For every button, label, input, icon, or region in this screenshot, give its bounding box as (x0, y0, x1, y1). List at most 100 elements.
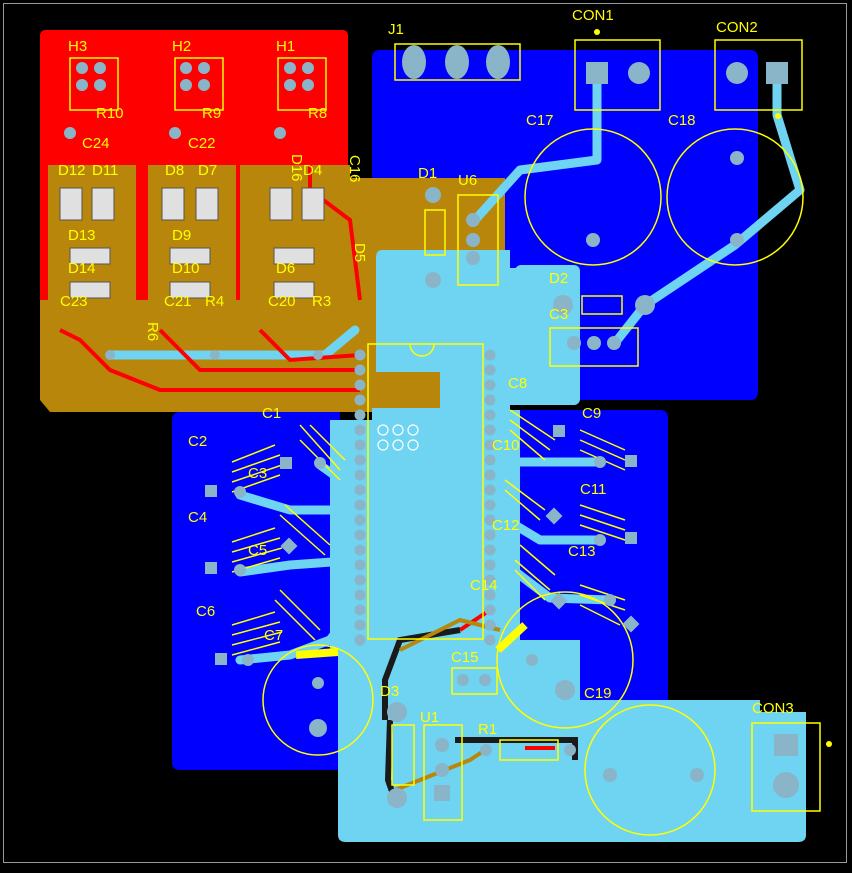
ic-pin (484, 589, 496, 601)
ic-pin (354, 544, 366, 556)
label-r3: R3 (312, 293, 331, 310)
label-c3-top: C3 (549, 306, 568, 323)
ic-pin (354, 364, 366, 376)
pads (64, 45, 799, 808)
label-c11: C11 (580, 481, 606, 498)
label-c21: C21 (164, 293, 192, 310)
ic-pin (484, 379, 496, 391)
label-r9: R9 (202, 105, 221, 122)
label-r4: R4 (205, 293, 224, 310)
label-d5: D5 (351, 243, 368, 262)
ic-pin (484, 439, 496, 451)
ic-pin (354, 424, 366, 436)
ic-pin (354, 499, 366, 511)
ic-pin (354, 394, 366, 406)
label-con3: CON3 (752, 700, 794, 717)
blue-pour-bottom-left (172, 412, 340, 770)
label-c17: C17 (526, 112, 554, 129)
ic-pin (484, 409, 496, 421)
label-c16: C16 (346, 155, 363, 183)
silk-outlines (69, 39, 821, 836)
label-c8: C8 (508, 375, 527, 392)
ic-pin (484, 514, 496, 526)
ic-pin (484, 424, 496, 436)
jumper-right (495, 622, 528, 653)
label-c19: C19 (584, 685, 612, 702)
ic-pin (354, 379, 366, 391)
label-c22: C22 (188, 135, 216, 152)
ic-pin (354, 469, 366, 481)
label-d14: D14 (68, 260, 96, 277)
label-c4: C4 (188, 509, 207, 526)
label-d10: D10 (172, 260, 200, 277)
label-d16: D16 (288, 154, 305, 182)
ic-pin (354, 634, 366, 646)
label-d6: D6 (276, 260, 295, 277)
label-r1: R1 (478, 721, 497, 738)
ic-pin (354, 439, 366, 451)
ic-pin (484, 469, 496, 481)
ic-pin (484, 454, 496, 466)
label-c10: C10 (492, 437, 520, 454)
ic-pin (484, 619, 496, 631)
label-d12: D12 (58, 162, 86, 179)
con1-pin1-dot (594, 29, 600, 35)
label-h2: H2 (172, 38, 191, 55)
con3-pin1-dot (826, 741, 832, 747)
label-d2: D2 (549, 270, 568, 287)
label-c14: C14 (470, 577, 498, 594)
ic-pin (354, 574, 366, 586)
ic-pin (484, 484, 496, 496)
label-c18: C18 (668, 112, 696, 129)
label-con2: CON2 (716, 19, 758, 36)
light-blue-pour-center (330, 250, 806, 842)
label-c5: C5 (248, 542, 267, 559)
ic-pin (484, 499, 496, 511)
ic-pin (354, 454, 366, 466)
label-con1: CON1 (572, 7, 614, 24)
hatched-caps (231, 409, 626, 656)
ic-pin (484, 634, 496, 646)
label-c1: C1 (262, 405, 281, 422)
traces-red (59, 120, 555, 750)
label-c2: C2 (188, 433, 207, 450)
label-d3: D3 (380, 683, 399, 700)
ic-pin (484, 529, 496, 541)
label-u6: U6 (458, 172, 477, 189)
label-d7: D7 (198, 162, 217, 179)
ic-pin (354, 604, 366, 616)
label-d11: D11 (92, 162, 118, 179)
ic-pin (484, 604, 496, 616)
label-c15: C15 (451, 649, 479, 666)
ic-pin (484, 574, 496, 586)
label-d9: D9 (172, 227, 191, 244)
ic-pin (484, 364, 496, 376)
label-c12: C12 (492, 517, 520, 534)
label-d1: D1 (418, 165, 437, 182)
label-c3: C3 (248, 465, 267, 482)
label-c7: C7 (264, 627, 283, 644)
ic-pin (484, 349, 496, 361)
label-c20: C20 (268, 293, 296, 310)
label-r10: R10 (96, 105, 124, 122)
label-h1: H1 (276, 38, 295, 55)
label-u1: U1 (420, 709, 439, 726)
ic-pin (354, 589, 366, 601)
ic-pin (484, 544, 496, 556)
blue-pour-top-right (372, 50, 758, 400)
ic-pin (484, 394, 496, 406)
label-r8: R8 (308, 105, 327, 122)
label-c6: C6 (196, 603, 215, 620)
jumper-left (295, 648, 339, 659)
label-c13: C13 (568, 543, 596, 560)
label-j1: J1 (388, 21, 404, 38)
ic-pin (354, 514, 366, 526)
ic-pin (354, 619, 366, 631)
con2-pin1-dot (775, 113, 781, 119)
ic-pin (354, 349, 366, 361)
ic-pin (354, 409, 366, 421)
label-d13: D13 (68, 227, 96, 244)
label-d4: D4 (303, 162, 322, 179)
ic-pin (484, 559, 496, 571)
